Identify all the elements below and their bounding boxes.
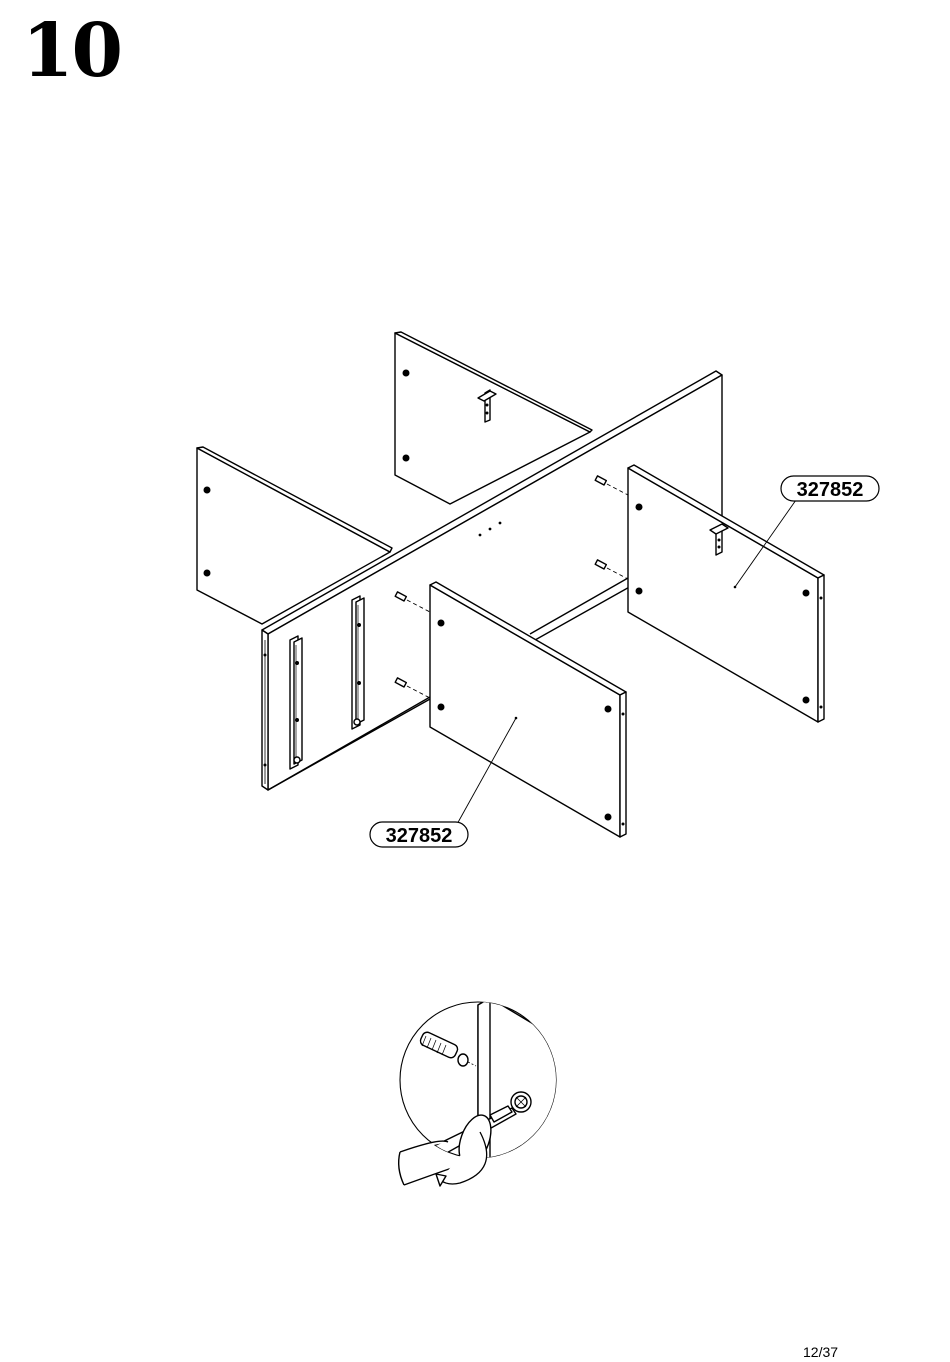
screw-head-icon (511, 1092, 531, 1112)
back-panel-327852 (628, 465, 824, 722)
detail-inset (395, 998, 560, 1186)
page-number: 12/37 (803, 1344, 838, 1360)
drawer-rail-right (352, 596, 364, 729)
drawer-rail-left (290, 636, 302, 769)
part-label-1: 327852 (386, 825, 453, 847)
part-label-2: 327852 (797, 479, 864, 501)
